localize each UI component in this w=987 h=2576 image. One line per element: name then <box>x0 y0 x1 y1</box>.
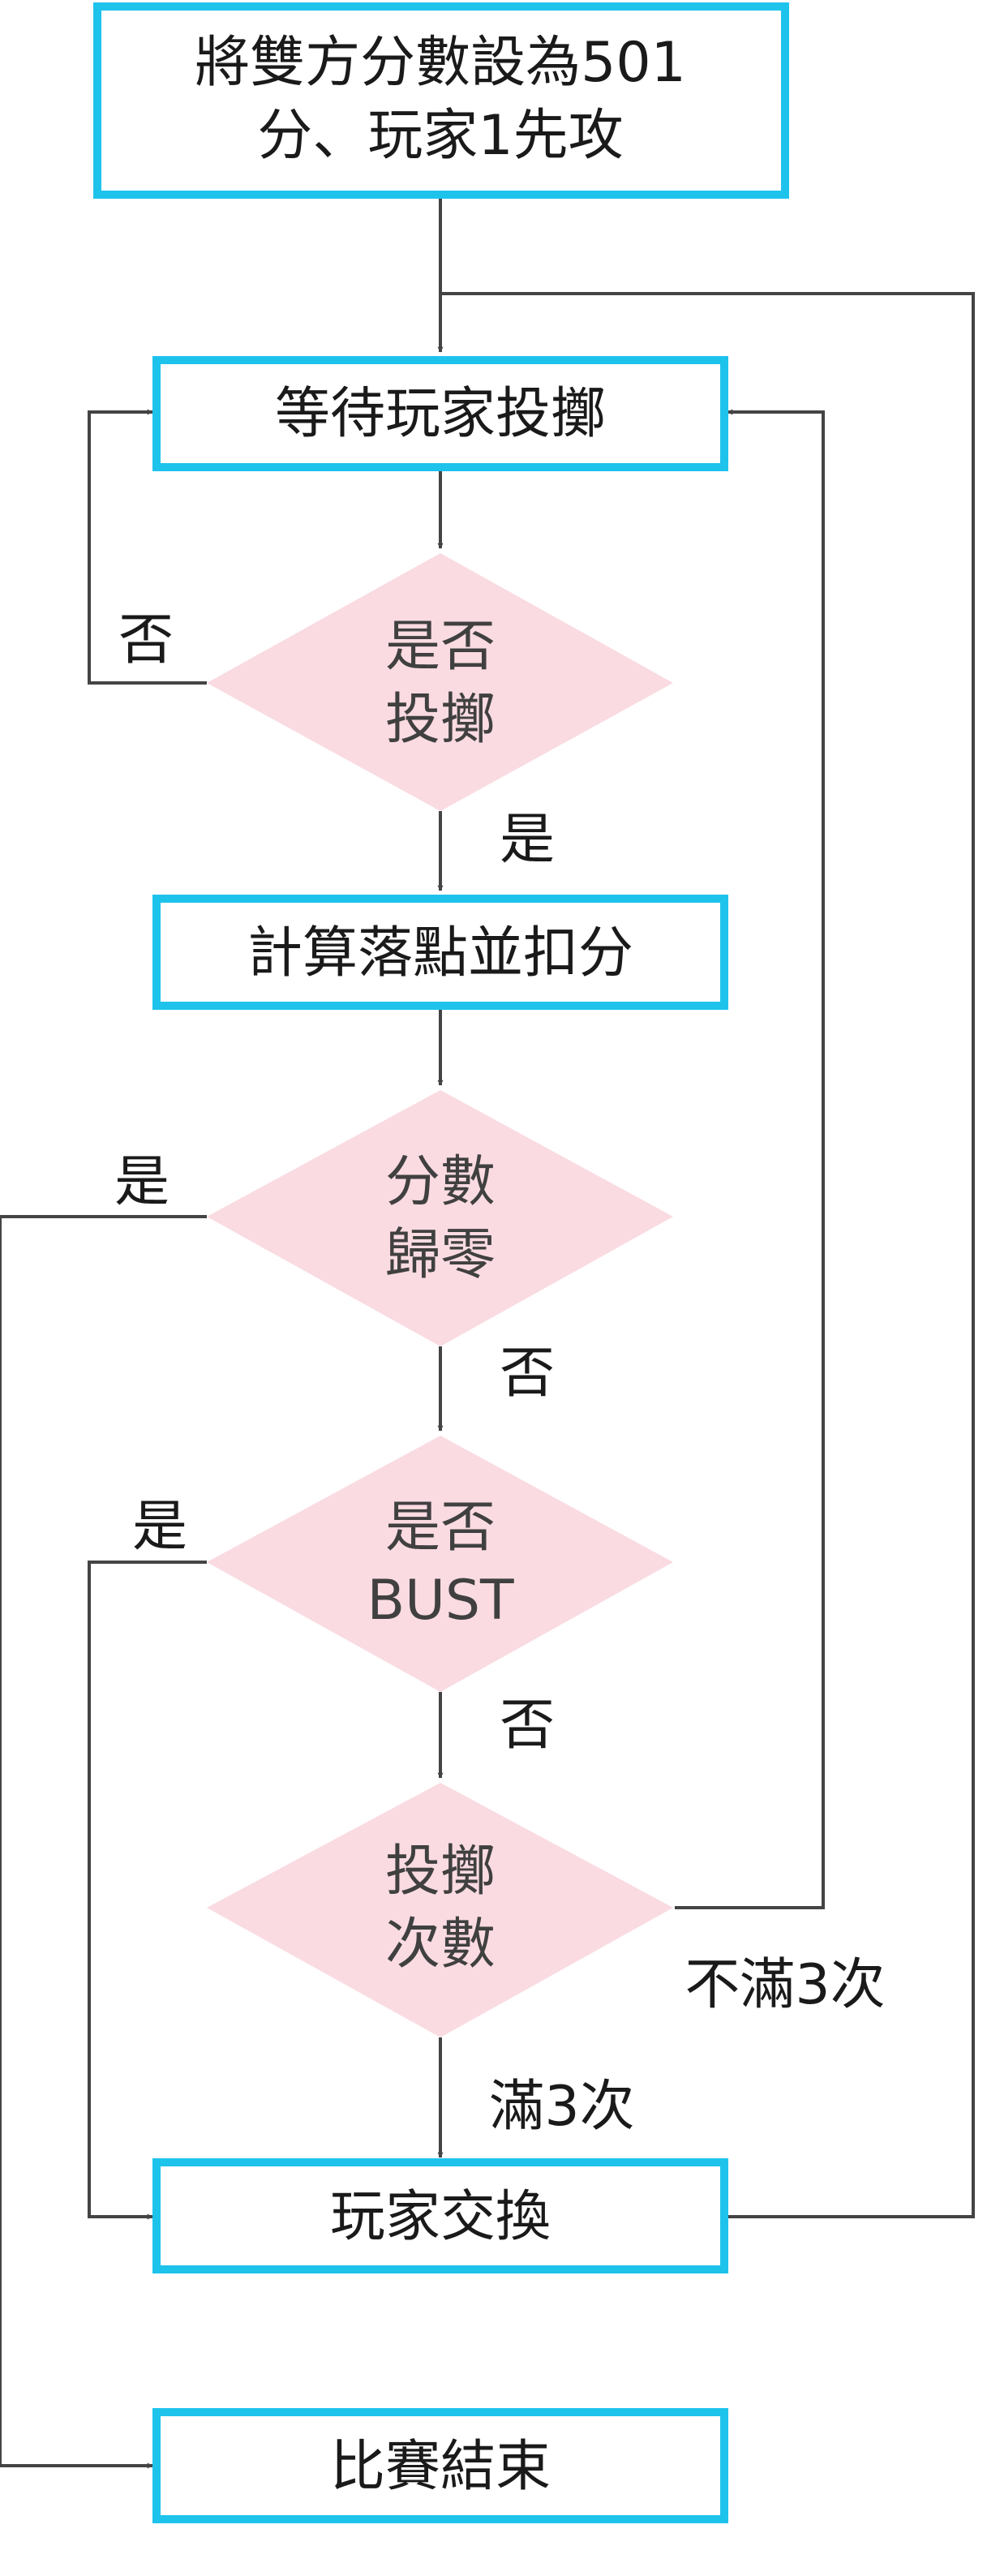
wait-throw-text: 等待玩家投擲 <box>275 382 606 446</box>
score-zero-text-line1: 分數 <box>385 1150 496 1214</box>
node-game-over: 比賽結束 <box>152 2408 728 2523</box>
decision-score-zero: 分數 歸零 <box>207 1090 673 1346</box>
is-thrown-text-line2: 投擲 <box>385 688 496 752</box>
is-thrown-text-line1: 是否 <box>385 615 496 679</box>
decision-is-bust: 是否 BUST <box>207 1436 673 1692</box>
label-bust-yes: 是 <box>132 1495 187 1559</box>
label-zero-no: 否 <box>500 1342 555 1406</box>
edge-labels: 否 是 是 否 是 否 不滿3次 滿3次 <box>114 608 886 2139</box>
edge-thrown-no <box>88 409 207 685</box>
decision-is-thrown: 是否 投擲 <box>207 553 673 811</box>
label-thrown-no: 否 <box>118 608 174 672</box>
is-bust-text-line2: BUST <box>367 1569 514 1633</box>
start-text-line2: 分、玩家1先攻 <box>257 104 623 168</box>
edge-switch-loop <box>440 292 975 2218</box>
game-over-text: 比賽結束 <box>330 2435 551 2499</box>
label-count-full: 滿3次 <box>489 2075 634 2139</box>
decision-throw-count: 投擲 次數 <box>207 1783 673 2037</box>
throw-count-text-line1: 投擲 <box>385 1840 496 1904</box>
node-start: 將雙方分數設為501 分、玩家1先攻 <box>93 2 789 199</box>
connectors <box>0 195 975 2469</box>
node-calc-score: 計算落點並扣分 <box>152 895 728 1010</box>
label-count-less: 不滿3次 <box>684 1953 885 2017</box>
score-zero-text-line2: 歸零 <box>385 1223 496 1287</box>
label-zero-yes: 是 <box>114 1150 170 1214</box>
label-thrown-yes: 是 <box>500 808 555 872</box>
calc-score-text: 計算落點並扣分 <box>247 921 633 985</box>
node-switch-player: 玩家交換 <box>152 2158 728 2273</box>
edge-zero-yes <box>0 1215 207 2469</box>
is-bust-text-line1: 是否 <box>385 1496 496 1560</box>
edge-bust-yes <box>88 1561 207 2220</box>
node-wait-throw: 等待玩家投擲 <box>152 356 728 471</box>
label-bust-no: 否 <box>500 1694 555 1758</box>
start-text-line1: 將雙方分數設為501 <box>195 31 686 95</box>
edge-count-less <box>675 409 825 1909</box>
throw-count-text-line2: 次數 <box>385 1913 496 1977</box>
switch-player-text: 玩家交換 <box>330 2185 551 2249</box>
